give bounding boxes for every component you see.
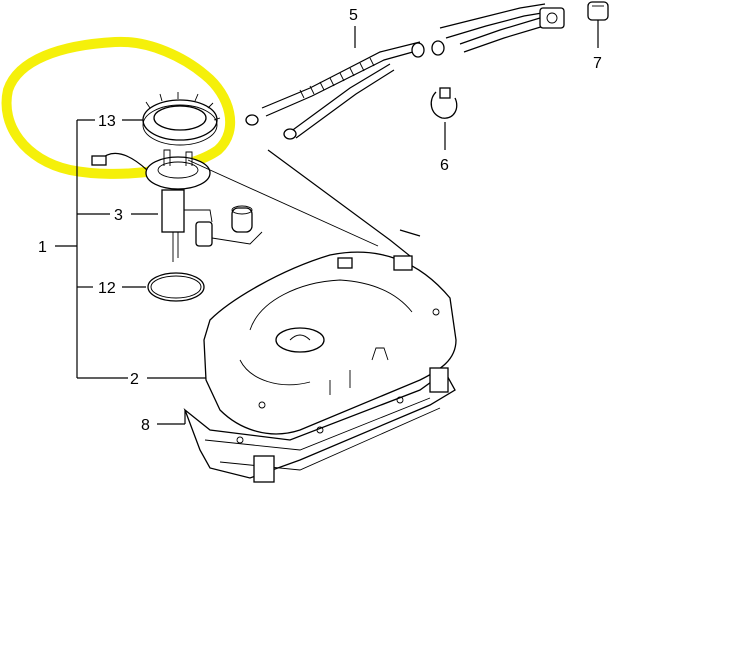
callout-6: 6 (440, 157, 449, 174)
pump-gasket (147, 272, 205, 302)
hose-clamp (283, 87, 458, 140)
callout-13: 13 (98, 113, 116, 130)
callout-2: 2 (130, 371, 139, 388)
lock-ring (142, 92, 221, 146)
callout-7: 7 (593, 55, 602, 72)
filler-hoses (245, 3, 565, 139)
filler-cap (587, 1, 609, 21)
fuel-pump-sender (91, 149, 263, 262)
callout-5: 5 (349, 7, 358, 24)
callout-bracket (55, 20, 599, 425)
highlight-circle (1, 36, 236, 179)
fuel-tank (203, 251, 457, 435)
callout-12: 12 (98, 280, 116, 297)
callout-8: 8 (141, 417, 150, 434)
callout-1: 1 (38, 239, 47, 256)
callout-3: 3 (114, 207, 123, 224)
tank-protector (183, 367, 456, 483)
